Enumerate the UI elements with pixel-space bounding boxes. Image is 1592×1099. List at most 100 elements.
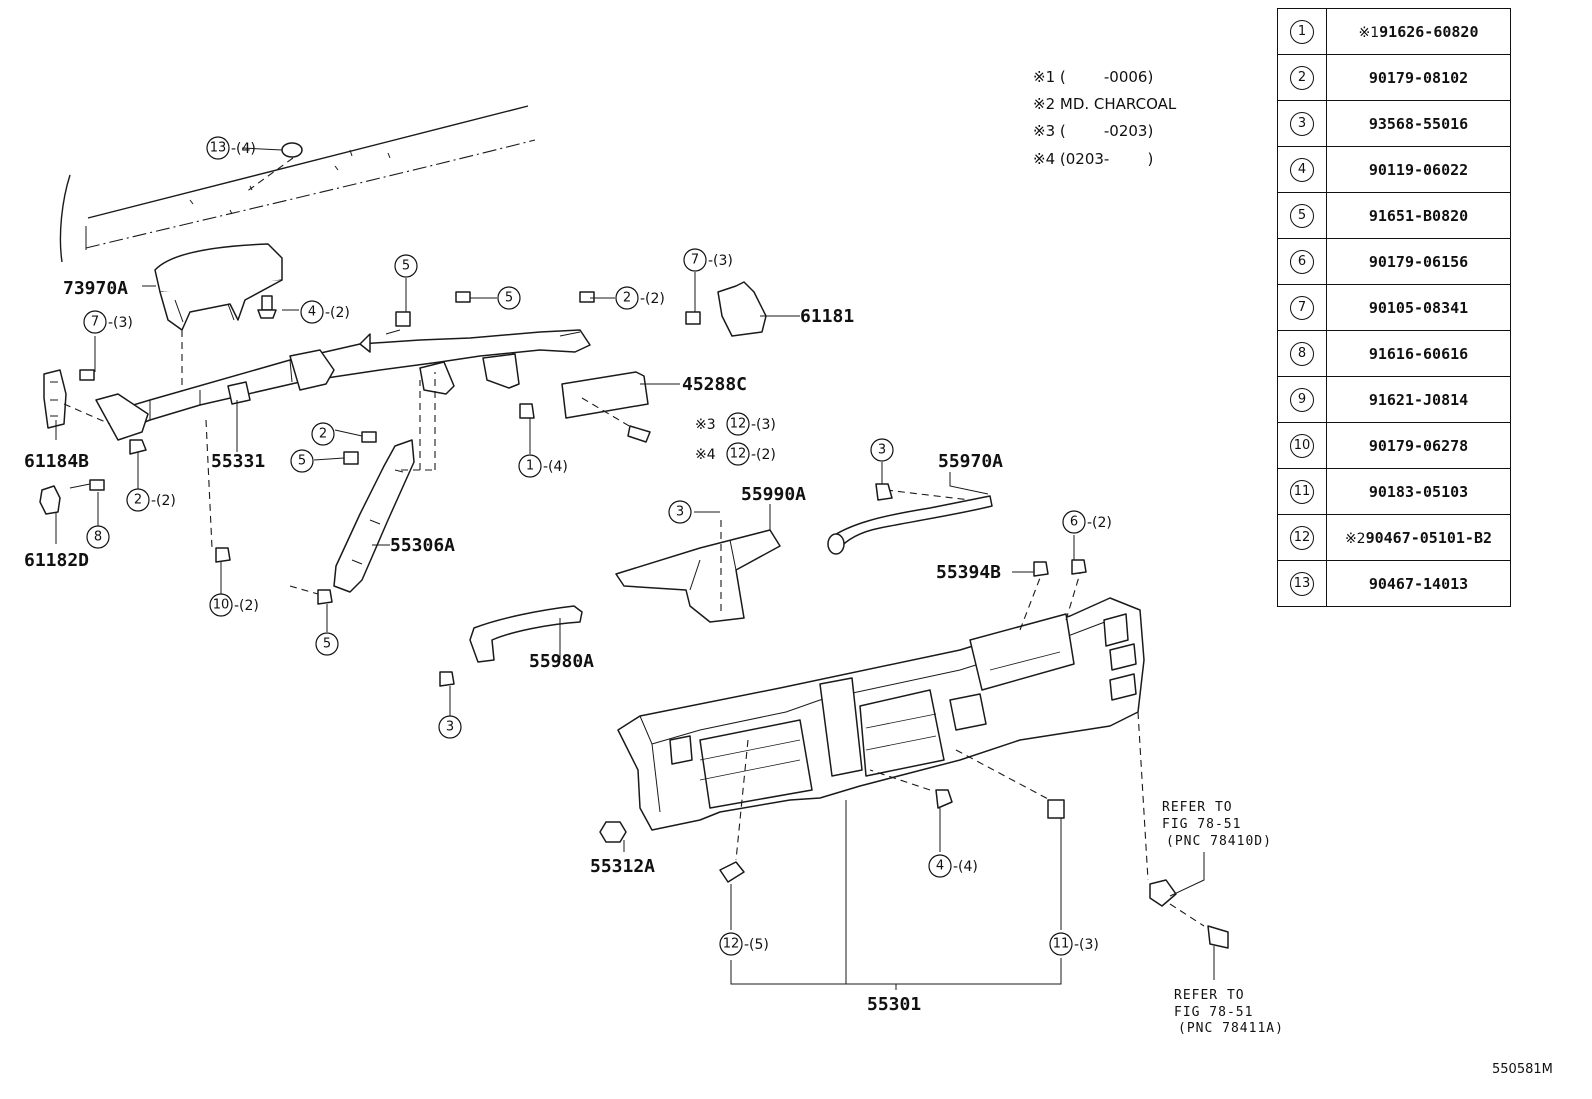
parts-table-number: 90119-06022 (1326, 146, 1511, 193)
label-45288C: 45288C (682, 374, 747, 395)
callout-5-top: 5 (394, 254, 418, 278)
parts-table-key: 6 (1277, 238, 1327, 285)
callout-5-brace: 5 (290, 449, 314, 473)
svg-text:-(2): -(2) (325, 305, 350, 321)
svg-text:-(3): -(3) (708, 253, 733, 269)
label-55312A: 55312A (590, 856, 655, 877)
parts-table-row: 1※191626-60820 (1277, 8, 1511, 55)
label-61184B: 61184B (24, 451, 89, 472)
callout-3-55970A: 3 (870, 438, 894, 462)
part-number: 90179-06156 (1368, 252, 1469, 271)
callout-2-brace: 2 (311, 422, 335, 446)
key-circle: 13 (1290, 571, 1314, 596)
footnotes: ※1 ( -0006) ※2 MD. CHARCOAL ※3 ( -0203) … (1033, 68, 1177, 168)
svg-text:(PNC 78410D): (PNC 78410D) (1166, 834, 1272, 849)
parts-table-key: 3 (1277, 100, 1327, 147)
instrument-panel-55301-shape (617, 559, 1149, 881)
svg-text:-(3): -(3) (1074, 937, 1099, 953)
key-circle: 6 (1290, 249, 1314, 274)
callout-13: 13 -(4) (206, 136, 256, 160)
key-circle: 8 (1290, 341, 1314, 366)
callout-1: 1 -(4) (518, 454, 568, 478)
key-circle: 5 (1290, 203, 1314, 228)
parts-table-number: 90179-06156 (1326, 238, 1511, 285)
part-73970A-shape (154, 243, 283, 400)
svg-text:-(2): -(2) (640, 291, 665, 307)
key-circle: 2 (1290, 65, 1314, 90)
key-circle: 7 (1290, 295, 1314, 320)
part-number: 90119-06022 (1368, 160, 1469, 179)
bracket-61184B-shape (43, 369, 111, 429)
callout-12-panel: 12 -(5) (719, 932, 769, 956)
svg-text:REFER TO: REFER TO (1162, 800, 1233, 815)
parts-table-key: 8 (1277, 330, 1327, 377)
svg-text:-(3): -(3) (108, 315, 133, 331)
svg-text:11: 11 (1053, 937, 1070, 952)
label-61182D: 61182D (24, 550, 89, 571)
part-number: 91626-60820 (1379, 22, 1479, 41)
callout-4-glovebox: 4 -(2) (300, 300, 350, 324)
parts-table-number: 91616-60616 (1326, 330, 1511, 377)
svg-text:-(2): -(2) (1087, 515, 1112, 531)
refer-note-bottom: REFER TO FIG 78-51 (PNC 78411A) (1174, 988, 1284, 1036)
svg-text:-(5): -(5) (744, 937, 769, 953)
part-number: 90467-05101-B2 (1365, 528, 1493, 547)
refer-note-top: REFER TO FIG 78-51 (PNC 78410D) (1162, 800, 1272, 849)
bracket-61181-shape (685, 281, 767, 337)
leader-lines (55, 147, 1215, 990)
svg-text:5: 5 (298, 454, 306, 469)
svg-text:4: 4 (308, 305, 316, 320)
parts-table-key: 1 (1277, 8, 1327, 55)
parts-table-number: 91651-B0820 (1326, 192, 1511, 239)
key-circle: 12 (1290, 525, 1314, 550)
part-number: 93568-55016 (1368, 114, 1469, 133)
small-fasteners (79, 291, 1229, 949)
part-number: 90467-14013 (1368, 574, 1469, 593)
bracket-61182D-shape (39, 479, 105, 515)
parts-table-number: 90183-05103 (1326, 468, 1511, 515)
callout-3-55990A: 3 (668, 500, 692, 524)
parts-table-number: ※191626-60820 (1326, 8, 1511, 55)
key-circle: 3 (1290, 111, 1314, 136)
svg-text:※3: ※3 (695, 417, 716, 433)
label-55970A: 55970A (938, 451, 1003, 472)
parts-table-number: 90179-08102 (1326, 54, 1511, 101)
label-55990A: 55990A (741, 484, 806, 505)
svg-text:13: 13 (210, 141, 227, 156)
svg-text:6: 6 (1070, 515, 1078, 530)
svg-text:REFER TO: REFER TO (1174, 988, 1245, 1003)
parts-table-key: 4 (1277, 146, 1327, 193)
label-61181: 61181 (800, 306, 854, 327)
parts-table-number: 90467-14013 (1326, 560, 1511, 607)
label-55394B: 55394B (936, 562, 1001, 583)
svg-text:2: 2 (319, 427, 327, 442)
callout-4-panel: 4 -(4) (928, 854, 978, 878)
note-4: ※4 (0203- ) (1033, 150, 1153, 168)
svg-text:3: 3 (446, 720, 454, 735)
parts-table-row: 3 93568-55016 (1277, 100, 1511, 147)
parts-table-row: 5 91651-B0820 (1277, 192, 1511, 239)
callout-2-left: 2 -(2) (126, 488, 176, 512)
callout-12-note4: ※4 12 -(2) (695, 442, 776, 466)
svg-text:12: 12 (730, 447, 747, 462)
parts-table-key: 12 (1277, 514, 1327, 561)
parts-table-key: 10 (1277, 422, 1327, 469)
svg-text:-(4): -(4) (953, 859, 978, 875)
key-circle: 4 (1290, 157, 1314, 182)
callout-5-bottom: 5 (315, 632, 339, 656)
svg-text:-(2): -(2) (151, 493, 176, 509)
svg-text:-(4): -(4) (231, 141, 256, 157)
note-2: ※2 MD. CHARCOAL (1033, 95, 1177, 113)
svg-text:1: 1 (526, 459, 534, 474)
parts-table-key: 13 (1277, 560, 1327, 607)
part-number: 91621-J0814 (1368, 390, 1469, 409)
part-number: 90105-08341 (1368, 298, 1469, 317)
parts-table-key: 7 (1277, 284, 1327, 331)
callout-5-mid: 5 (497, 286, 521, 310)
svg-text:(PNC 78411A): (PNC 78411A) (1178, 1021, 1284, 1036)
